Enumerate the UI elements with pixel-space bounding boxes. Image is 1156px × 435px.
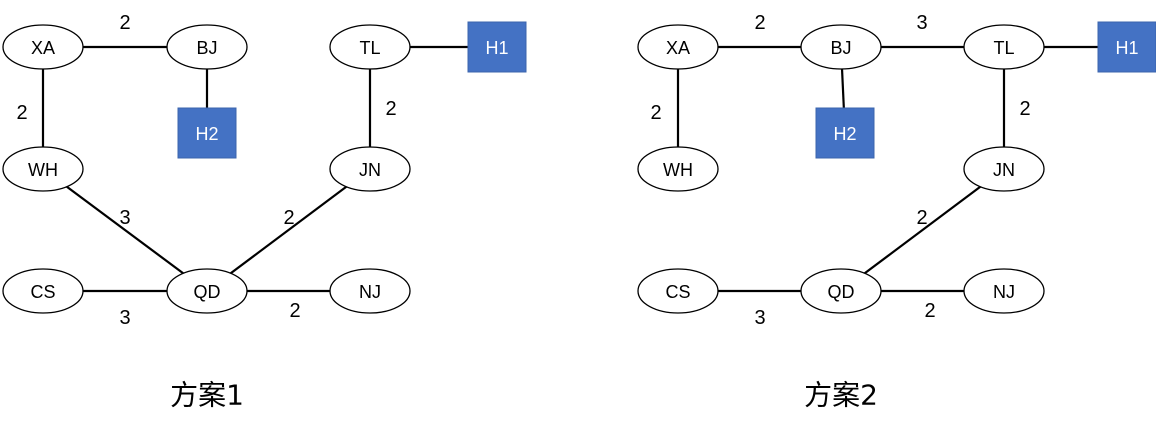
scheme-caption: 方案1 <box>170 379 244 412</box>
node-label: NJ <box>993 282 1015 302</box>
node-label: QD <box>828 282 855 302</box>
edge-weight-label: 2 <box>289 300 300 322</box>
node-label: QD <box>194 282 221 302</box>
node-wh: WH <box>637 146 719 192</box>
node-ellipse <box>963 268 1045 314</box>
node-tl: TL <box>329 24 411 70</box>
node-ellipse <box>637 24 719 70</box>
node-bj: BJ <box>166 24 248 70</box>
edge-jn-qd <box>840 168 1005 292</box>
node-label: CS <box>665 282 690 302</box>
host-h1: H1 <box>467 21 527 73</box>
node-qd: QD <box>166 268 248 314</box>
edge-weight-label: 2 <box>650 102 661 124</box>
node-label: JN <box>359 160 381 180</box>
node-cs: CS <box>637 268 719 314</box>
node-wh: WH <box>2 146 84 192</box>
edge-weight-label: 2 <box>16 102 27 124</box>
node-ellipse <box>329 146 411 192</box>
node-label: WH <box>663 160 693 180</box>
node-ellipse <box>2 146 84 192</box>
host-h2: H2 <box>815 107 875 159</box>
node-ellipse <box>2 24 84 70</box>
node-ellipse <box>2 268 84 314</box>
host-box <box>815 107 875 159</box>
node-label: TL <box>993 38 1014 58</box>
node-label: H2 <box>195 124 218 144</box>
node-ellipse <box>963 24 1045 70</box>
node-label: CS <box>30 282 55 302</box>
edge-weight-label: 2 <box>119 12 130 34</box>
edge-weight-label: 2 <box>283 207 294 229</box>
node-ellipse <box>800 268 882 314</box>
host-h1: H1 <box>1097 21 1156 73</box>
node-nj: NJ <box>329 268 411 314</box>
node-ellipse <box>329 268 411 314</box>
node-jn: JN <box>329 146 411 192</box>
node-ellipse <box>166 268 248 314</box>
node-nj: NJ <box>963 268 1045 314</box>
edge-weight-label: 2 <box>1019 98 1030 120</box>
node-tl: TL <box>963 24 1045 70</box>
edge-wh-qd <box>42 168 208 292</box>
node-label: TL <box>359 38 380 58</box>
node-label: NJ <box>359 282 381 302</box>
host-box <box>177 107 237 159</box>
node-qd: QD <box>800 268 882 314</box>
node-ellipse <box>166 24 248 70</box>
node-label: JN <box>993 160 1015 180</box>
edge-weight-label: 2 <box>385 98 396 120</box>
scheme-caption: 方案2 <box>804 379 878 412</box>
edge-weight-label: 3 <box>119 307 130 329</box>
node-label: H1 <box>485 38 508 58</box>
node-ellipse <box>800 24 882 70</box>
node-label: WH <box>28 160 58 180</box>
node-label: H2 <box>833 124 856 144</box>
node-label: BJ <box>196 38 217 58</box>
node-jn: JN <box>963 146 1045 192</box>
host-box <box>467 21 527 73</box>
node-ellipse <box>963 146 1045 192</box>
node-cs: CS <box>2 268 84 314</box>
node-label: XA <box>31 38 55 58</box>
node-xa: XA <box>2 24 84 70</box>
node-ellipse <box>637 146 719 192</box>
edge-weight-label: 3 <box>916 12 927 34</box>
edge-jn-qd <box>206 168 371 292</box>
edge-weight-label: 2 <box>754 12 765 34</box>
edge-weight-label: 2 <box>916 207 927 229</box>
edge-weight-label: 3 <box>754 307 765 329</box>
node-label: BJ <box>830 38 851 58</box>
node-label: H1 <box>1115 38 1138 58</box>
edge-weight-label: 3 <box>119 207 130 229</box>
host-box <box>1097 21 1156 73</box>
node-xa: XA <box>637 24 719 70</box>
node-bj: BJ <box>800 24 882 70</box>
edge-weight-label: 2 <box>924 300 935 322</box>
node-ellipse <box>637 268 719 314</box>
node-ellipse <box>329 24 411 70</box>
host-h2: H2 <box>177 107 237 159</box>
node-label: XA <box>666 38 690 58</box>
